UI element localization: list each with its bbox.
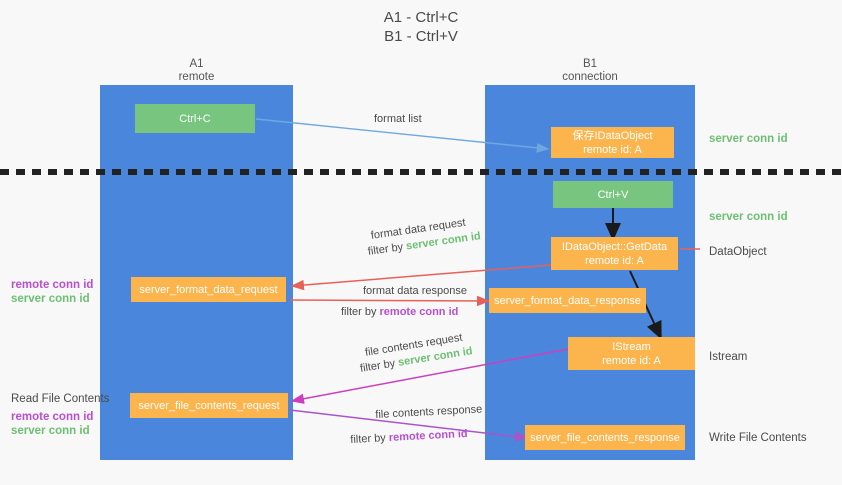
column-header-b1-name: B1: [582, 58, 598, 70]
node-ctrl-c-label: Ctrl+C: [179, 112, 211, 125]
node-server-file-contents-response-label: server_file_contents_response: [530, 431, 680, 444]
title-line-2: B1 - Ctrl+V: [384, 28, 458, 45]
filter-prefix-4: filter by: [350, 431, 390, 446]
edge-label-file-contents-response: file contents response: [375, 403, 483, 421]
node-server-format-data-response[interactable]: server_format_data_response: [489, 288, 646, 313]
note-dataobject: DataObject: [709, 246, 767, 258]
note-write-file-contents: Write File Contents: [709, 432, 807, 444]
node-ctrl-v-label: Ctrl+V: [597, 188, 629, 201]
edge-label-format-data-response-filter: filter by remote conn id: [341, 305, 458, 320]
node-server-format-data-response-label: server_format_data_response: [494, 294, 641, 307]
note-group-format-conn-ids: remote conn id server conn id: [11, 278, 93, 306]
divider-line: [0, 169, 842, 175]
node-istream-id: remote id: A: [602, 354, 661, 367]
node-getdata[interactable]: IDataObject::GetData remote id: A: [551, 237, 678, 270]
note-remote-conn-id-2: remote conn id: [11, 411, 94, 423]
filter-prefix-2: filter by: [341, 306, 380, 318]
node-server-file-contents-response[interactable]: server_file_contents_response: [525, 425, 685, 450]
filter-value-2: remote conn id: [379, 306, 459, 318]
node-server-format-data-request-label: server_format_data_request: [139, 283, 278, 296]
edge-format-data-response: [289, 295, 491, 307]
node-save-dataobject-id: remote id: A: [583, 143, 642, 156]
page-title: A1 - Ctrl+C B1 - Ctrl+V: [0, 8, 842, 46]
column-header-a1: A1 remote: [100, 58, 293, 84]
column-header-a1-role: remote: [178, 71, 215, 83]
node-ctrl-v[interactable]: Ctrl+V: [553, 181, 673, 208]
title-line-1: A1 - Ctrl+C: [383, 9, 459, 26]
note-istream: Istream: [709, 351, 748, 363]
note-server-conn-id-2: server conn id: [709, 211, 788, 223]
edge-label-format-data-response: format data response: [363, 285, 467, 297]
column-header-b1: B1 connection: [485, 58, 695, 84]
node-istream-label: IStream: [612, 340, 651, 353]
node-istream[interactable]: IStream remote id: A: [568, 337, 695, 370]
column-header-a1-name: A1: [189, 58, 204, 70]
note-server-conn-id-3: server conn id: [11, 293, 90, 305]
node-server-format-data-request[interactable]: server_format_data_request: [131, 277, 286, 302]
filter-prefix-1: filter by: [367, 240, 407, 258]
node-server-file-contents-request-label: server_file_contents_request: [138, 399, 280, 412]
node-ctrl-c[interactable]: Ctrl+C: [135, 104, 255, 133]
filter-value-4: remote conn id: [388, 427, 468, 444]
node-server-file-contents-request[interactable]: server_file_contents_request: [130, 393, 288, 418]
note-remote-conn-id-1: remote conn id: [11, 279, 94, 291]
column-header-b1-role: connection: [562, 71, 618, 83]
node-save-dataobject-label: 保存IDataObject: [572, 129, 653, 142]
edge-label-format-list: format list: [374, 113, 422, 125]
node-save-dataobject[interactable]: 保存IDataObject remote id: A: [551, 127, 674, 158]
note-server-conn-id-4: server conn id: [11, 425, 90, 437]
note-group-file-conn-ids: remote conn id server conn id: [11, 410, 93, 438]
note-server-conn-id-1: server conn id: [709, 133, 788, 145]
filter-prefix-3: filter by: [359, 356, 400, 375]
note-read-file-contents: Read File Contents: [11, 393, 110, 405]
edge-label-file-contents-response-filter: filter by remote conn id: [350, 427, 468, 448]
node-getdata-label: IDataObject::GetData: [561, 240, 668, 253]
node-getdata-id: remote id: A: [585, 254, 644, 267]
